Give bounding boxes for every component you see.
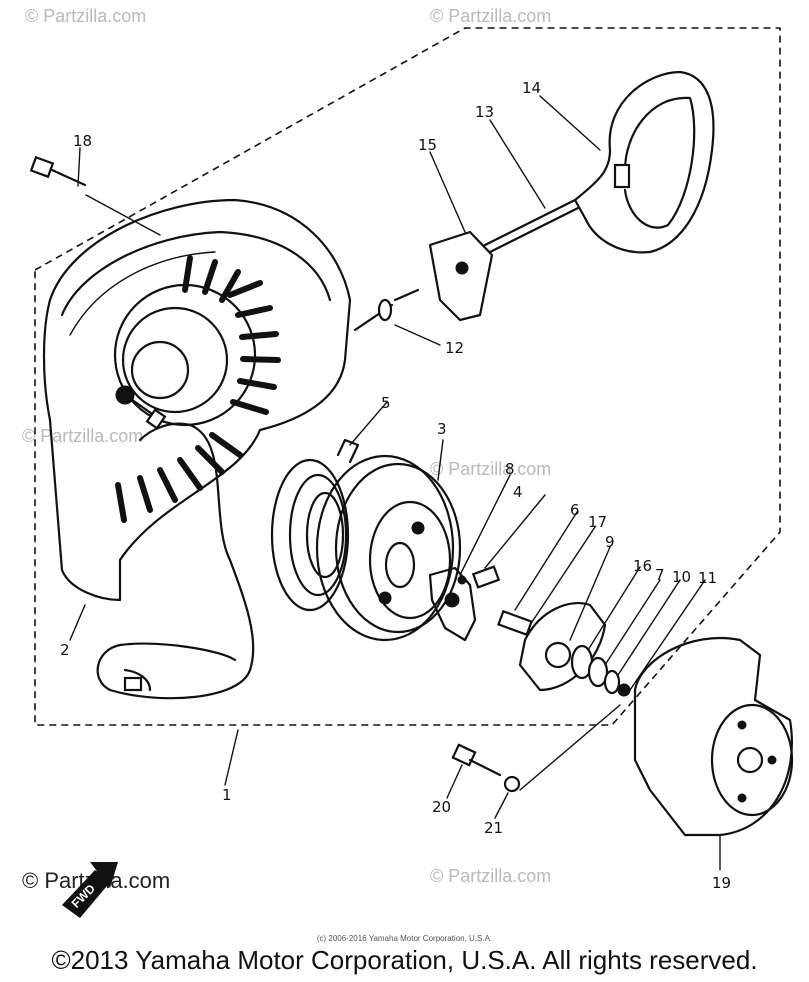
watermark-bottom-right: © Partzilla.com [430, 866, 551, 886]
callout-12: 12 [445, 339, 464, 357]
copyright-footer: ©2013 Yamaha Motor Corporation, U.S.A. A… [51, 945, 758, 975]
callout-14: 14 [522, 79, 541, 97]
starter-handle-assembly [353, 70, 715, 332]
callout-18: 18 [73, 132, 92, 150]
callout-4: 4 [513, 483, 523, 501]
callout-1: 1 [222, 786, 232, 804]
bolt-and-washer [451, 743, 521, 793]
watermark-top-right: © Partzilla.com [430, 6, 551, 26]
callout-16: 16 [633, 557, 652, 575]
callout-19: 19 [712, 874, 731, 892]
reel-pulley [315, 454, 462, 642]
starter-cup [633, 637, 794, 837]
callout-7: 7 [655, 566, 665, 584]
watermark-top-left: © Partzilla.com [25, 6, 146, 26]
watermark-mid-left: © Partzilla.com [22, 426, 143, 446]
callout-3: 3 [437, 420, 447, 438]
shaft-stack [497, 601, 631, 697]
callout-5: 5 [381, 394, 391, 412]
small-copyright: (c) 2006-2016 Yamaha Motor Corporation, … [316, 934, 493, 943]
ratchet-pawl [428, 565, 501, 642]
callout-20: 20 [432, 798, 451, 816]
recoil-spring [270, 438, 360, 612]
callout-21: 21 [484, 819, 503, 837]
callout-6: 6 [570, 501, 580, 519]
callout-13: 13 [475, 103, 494, 121]
callout-10: 10 [672, 568, 691, 586]
callout-8: 8 [505, 460, 515, 478]
long-bolt [29, 155, 87, 187]
assembly-boundary [34, 27, 781, 726]
callout-15: 15 [418, 136, 437, 154]
leader-lines [69, 95, 721, 871]
callout-9: 9 [605, 533, 615, 551]
callout-2: 2 [60, 641, 70, 659]
callout-17: 17 [588, 513, 607, 531]
callout-11: 11 [698, 569, 717, 587]
watermark-mid-right: © Partzilla.com [430, 459, 551, 479]
starter-case [42, 198, 352, 700]
callouts: 1 2 3 4 5 6 7 8 9 10 11 12 13 14 15 16 1… [60, 79, 731, 892]
